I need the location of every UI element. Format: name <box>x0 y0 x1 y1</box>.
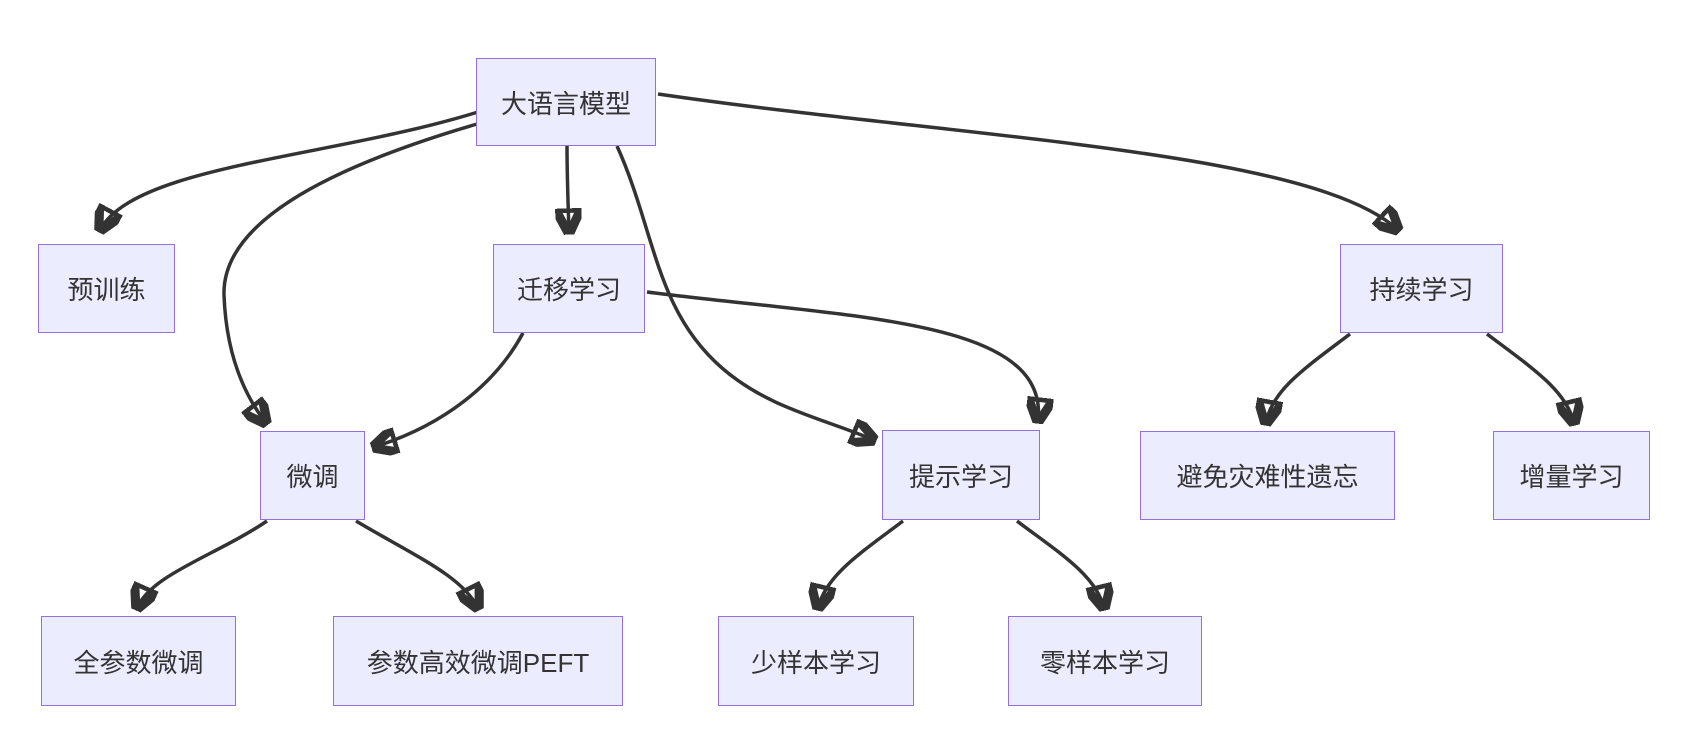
edge-transfer-prompt <box>646 290 1039 421</box>
node-llm-label: 大语言模型 <box>500 88 631 119</box>
node-pretraining-label: 预训练 <box>67 275 146 305</box>
node-transfer-label: 迁移学习 <box>516 275 621 305</box>
node-zero-shot-label: 零样本学习 <box>1039 647 1170 678</box>
edge-finetune-full-ft <box>137 519 268 608</box>
node-continual-label: 持续学习 <box>1369 275 1474 305</box>
edge-llm-continual <box>657 92 1398 230</box>
node-zero-shot: 零样本学习 <box>1008 616 1202 706</box>
node-peft-label: 参数高效微调PEFT <box>366 647 590 678</box>
node-few-shot: 少样本学习 <box>718 616 914 706</box>
node-prompt: 提示学习 <box>882 430 1040 520</box>
node-transfer: 迁移学习 <box>493 244 645 333</box>
edge-continual-incremental <box>1485 332 1574 423</box>
node-full-ft: 全参数微调 <box>41 616 236 706</box>
node-few-shot-label: 少样本学习 <box>750 647 881 678</box>
node-llm: 大语言模型 <box>476 58 656 146</box>
node-pretraining: 预训练 <box>38 244 175 333</box>
edge-llm-prompt <box>615 145 874 440</box>
edge-llm-pretraining <box>100 110 479 230</box>
edge-prompt-few-shot <box>818 519 905 608</box>
edge-finetune-peft <box>355 519 478 608</box>
node-forgetting-label: 避免灾难性遗忘 <box>1176 462 1359 492</box>
node-finetune: 微调 <box>260 431 365 520</box>
node-peft: 参数高效微调PEFT <box>333 616 623 706</box>
node-full-ft-label: 全参数微调 <box>73 647 204 678</box>
edge-continual-forgetting <box>1266 332 1352 423</box>
node-forgetting: 避免灾难性遗忘 <box>1140 431 1395 520</box>
node-incremental: 增量学习 <box>1493 431 1650 520</box>
edge-llm-finetune <box>222 122 478 423</box>
edge-transfer-finetune <box>374 332 525 447</box>
node-incremental-label: 增量学习 <box>1519 462 1624 492</box>
edge-llm-transfer <box>567 145 569 232</box>
node-prompt-label: 提示学习 <box>908 461 1013 492</box>
node-continual: 持续学习 <box>1340 244 1503 333</box>
node-finetune-label: 微调 <box>286 462 339 492</box>
edge-prompt-zero-shot <box>1015 519 1104 608</box>
